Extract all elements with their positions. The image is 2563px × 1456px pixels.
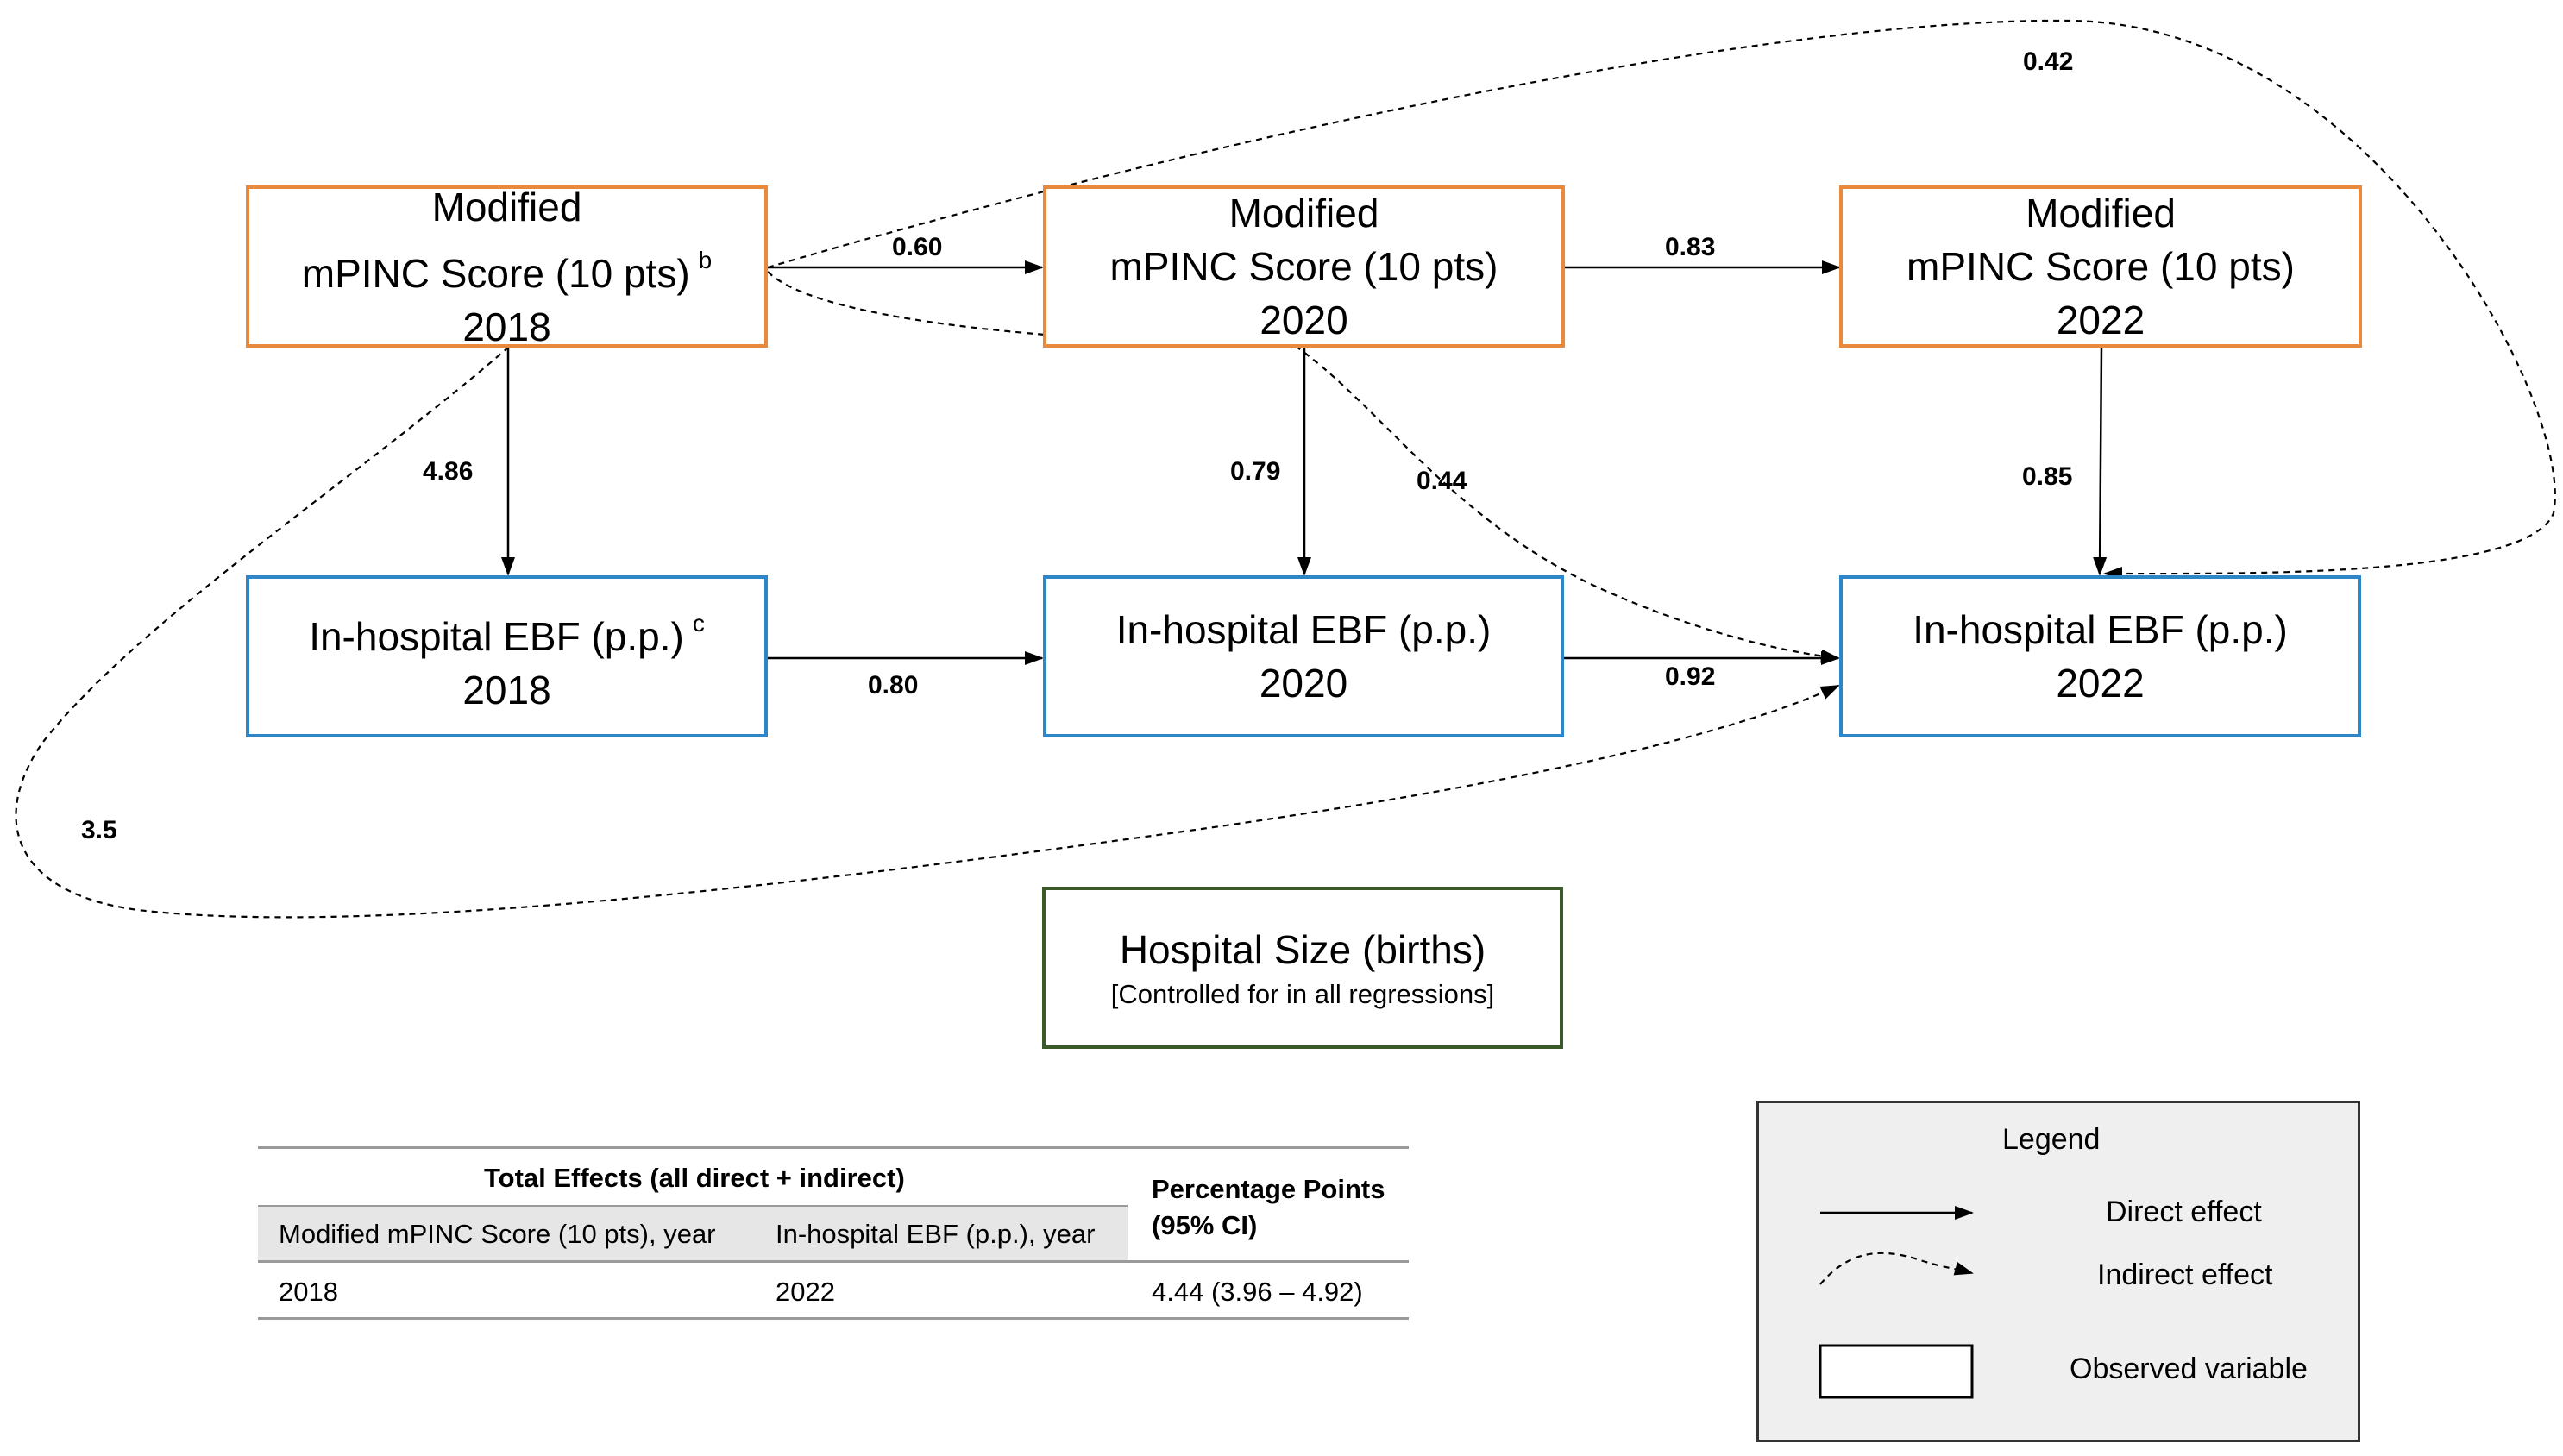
legend-symbols — [1819, 1206, 1974, 1399]
coef-ebf2018-ebf2020: 0.80 — [868, 671, 919, 700]
coef-mpinc2018-mpinc2020: 0.60 — [892, 233, 943, 261]
table-group-header: Total Effects (all direct + indirect) — [484, 1163, 905, 1193]
arrow-mpinc2022-to-ebf2022 — [2093, 346, 2108, 576]
table-row-effect: 4.44 (3.96 – 4.92) — [1152, 1277, 1363, 1307]
table-header-rule — [258, 1260, 1409, 1263]
hospital-size-line1: Hospital Size (births) — [1119, 927, 1486, 972]
ebf-2022-line2: 2022 — [2056, 661, 2145, 706]
mpinc-2020-line2: mPINC Score (10 pts) — [1109, 244, 1498, 289]
coef-mpinc2020-mpinc2022: 0.83 — [1665, 233, 1716, 261]
ebf-2020-line2: 2020 — [1259, 661, 1348, 706]
mpinc-2018-line3: 2018 — [462, 304, 551, 349]
coef-ebf2020-ebf2022: 0.92 — [1665, 662, 1716, 691]
table-row-ebf-year: 2022 — [776, 1277, 835, 1307]
mpinc-2020-line1: Modified — [1228, 191, 1379, 235]
footnote-b: b — [698, 246, 713, 273]
table-col1-header: Modified mPINC Score (10 pts), year — [279, 1219, 716, 1249]
mpinc-2022-line3: 2022 — [2056, 298, 2145, 342]
indirect-arrow-top-loop — [767, 19, 2556, 581]
indirect-arrow-middle — [767, 271, 1840, 663]
table-col3-header-line1: Percentage Points — [1152, 1174, 1385, 1204]
mpinc-2022-line2: mPINC Score (10 pts) — [1907, 244, 2295, 289]
mpinc-2022-line1: Modified — [2026, 191, 2176, 235]
mpinc-2022-box: Modified mPINC Score (10 pts) 2022 — [1839, 185, 2362, 348]
table-col2-header: In-hospital EBF (p.p.), year — [776, 1219, 1096, 1249]
ebf-2020-line1: In-hospital EBF (p.p.) — [1115, 607, 1492, 652]
mpinc-2018-box: Modified mPINC Score (10 pts)b 2018 — [246, 185, 768, 349]
mpinc-2018-line2: mPINC Score (10 pts)b — [301, 246, 713, 296]
legend-observed-rect — [1819, 1344, 1974, 1399]
mpinc-2020-line3: 2020 — [1260, 298, 1348, 342]
ebf-2018-line1: In-hospital EBF (p.p.)c — [309, 609, 705, 659]
coef-indirect-middle: 0.44 — [1417, 467, 1467, 495]
mpinc-2020-box: Modified mPINC Score (10 pts) 2020 — [1043, 185, 1565, 348]
coef-indirect-left: 3.5 — [81, 816, 117, 844]
coef-mpinc2020-ebf2020: 0.79 — [1230, 457, 1281, 486]
legend-title: Legend — [2002, 1123, 2101, 1156]
legend-box: Legend Direct effect Indirect effect Obs… — [1756, 1101, 2360, 1442]
table-group-underline — [258, 1205, 1128, 1207]
ebf-2018-line2: 2018 — [462, 667, 551, 712]
footnote-c: c — [692, 609, 705, 637]
coef-mpinc2018-ebf2018: 4.86 — [423, 457, 474, 486]
ebf-2022-line1: In-hospital EBF (p.p.) — [1913, 607, 2288, 652]
mpinc-2018-line1: Modified — [431, 184, 582, 229]
coef-mpinc2022-ebf2022: 0.85 — [2022, 462, 2073, 491]
hospital-size-line2: [Controlled for in all regressions] — [1110, 979, 1495, 1009]
legend-direct-label: Direct effect — [2106, 1196, 2262, 1228]
coef-indirect-top: 0.42 — [2023, 47, 2074, 76]
ebf-2018-box: In-hospital EBF (p.p.)c 2018 — [246, 575, 768, 737]
table-row-mpinc-year: 2018 — [279, 1277, 338, 1307]
table-bottom-rule — [258, 1317, 1409, 1320]
legend-indirect-label: Indirect effect — [2097, 1258, 2273, 1291]
legend-indirect-arrow — [1819, 1252, 1974, 1285]
indirect-arrow-left-loop — [15, 346, 1840, 919]
hospital-size-box: Hospital Size (births) [Controlled for i… — [1042, 887, 1563, 1049]
table-top-rule — [258, 1146, 1409, 1149]
table-col3-header-line2: (95% CI) — [1152, 1210, 1258, 1240]
ebf-2022-box: In-hospital EBF (p.p.) 2022 — [1839, 575, 2361, 737]
ebf-2020-box: In-hospital EBF (p.p.) 2020 — [1043, 575, 1564, 737]
table-header-shade — [258, 1207, 1128, 1260]
legend-observed-label: Observed variable — [2070, 1352, 2308, 1385]
